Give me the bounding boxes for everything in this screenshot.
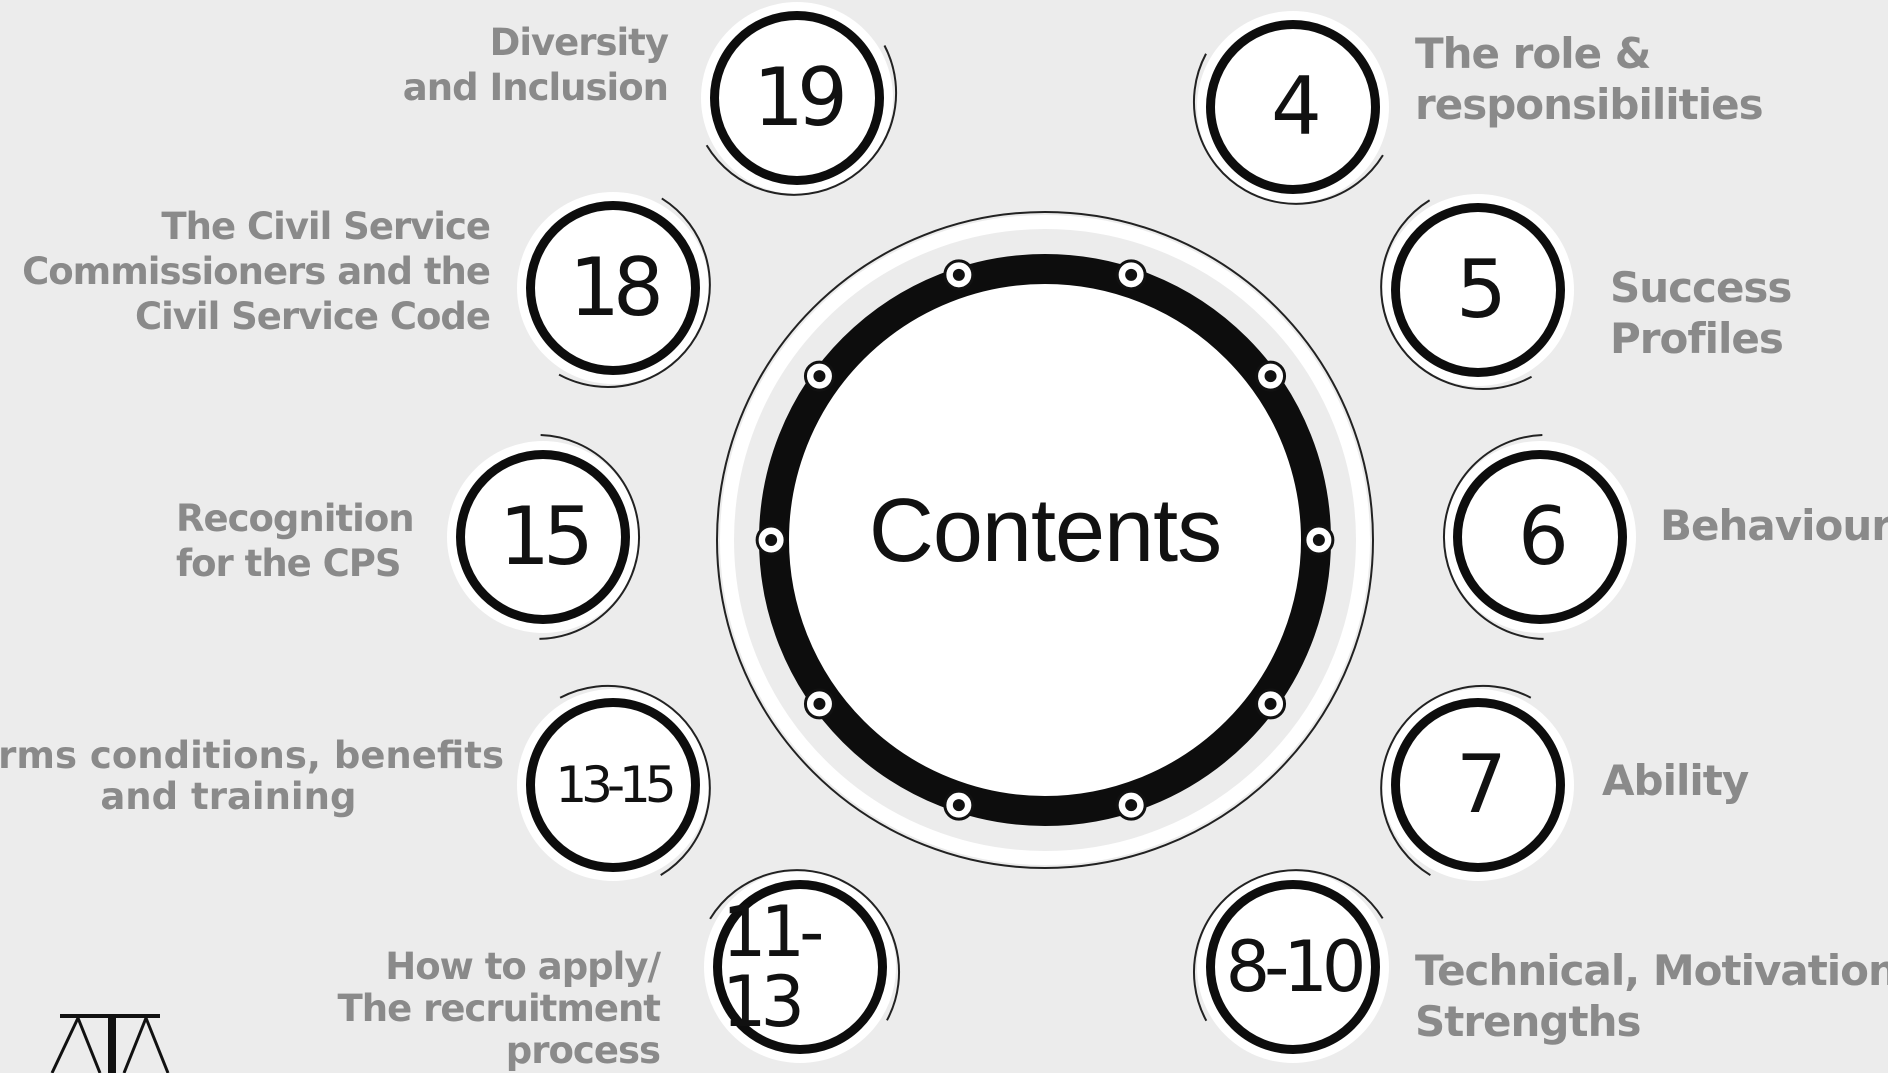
connector-dot [943, 259, 975, 291]
section-label-behaviours[interactable]: Behaviours [1660, 501, 1888, 550]
outer-white-band [720, 215, 1370, 865]
section-node-commissioners[interactable]: 18 [526, 201, 700, 375]
page-number: 19 [753, 51, 848, 144]
connector-dot [943, 789, 975, 821]
section-node-behaviours[interactable]: 6 [1453, 450, 1627, 624]
connector-dot [1115, 789, 1147, 821]
page-number: 4 [1271, 60, 1322, 153]
section-node-apply[interactable]: 11-13 [713, 880, 887, 1054]
node-arc [1442, 434, 1544, 640]
connector-dot [803, 688, 835, 720]
contents-title: Contents [868, 481, 1222, 581]
section-node-technical[interactable]: 8-10 [1206, 880, 1380, 1054]
page-number: 11-13 [722, 891, 824, 1043]
connector-dot [1255, 360, 1287, 392]
section-label-diversity[interactable]: Diversity and Inclusion [402, 21, 669, 110]
node-arc [539, 434, 641, 640]
section-node-role[interactable]: 4 [1206, 20, 1380, 194]
connector-dot [1255, 688, 1287, 720]
connector-dot [755, 524, 787, 556]
node-arc [709, 869, 901, 1021]
section-node-terms[interactable]: 13-15 [526, 698, 700, 872]
section-node-ability[interactable]: 7 [1391, 698, 1565, 872]
node-arc [559, 684, 711, 877]
section-label-recognition[interactable]: Recognition for the CPS [176, 497, 415, 586]
section-label-ability[interactable]: Ability [1602, 756, 1749, 805]
section-label-technical[interactable]: Technical, Motivation & Strengths [1415, 946, 1888, 1047]
section-label-terms[interactable]: Terms conditions, benefits and training [0, 734, 504, 819]
page-number: 15 [499, 490, 594, 583]
section-label-success[interactable]: Success Profiles [1610, 263, 1792, 364]
node-arc [1193, 53, 1384, 205]
scales-logo-icon [50, 1014, 170, 1073]
outer-ring [716, 211, 1374, 869]
node-arc [705, 45, 898, 196]
connector-dot [1303, 524, 1335, 556]
section-label-commissioners[interactable]: The Civil Service Commissioners and the … [22, 205, 491, 339]
page-number: 13-15 [555, 756, 676, 814]
node-arc [1380, 684, 1532, 877]
node-arc [1380, 199, 1533, 391]
page-number: 6 [1518, 490, 1569, 583]
node-arc [558, 197, 711, 388]
page-number: 7 [1456, 738, 1507, 831]
section-label-apply[interactable]: How to apply/ The recruitment process [337, 945, 661, 1072]
section-node-diversity[interactable]: 19 [710, 11, 884, 185]
section-node-recognition[interactable]: 15 [456, 450, 630, 624]
node-arc [1193, 869, 1384, 1022]
page-number: 18 [569, 241, 664, 334]
page-number: 5 [1456, 243, 1507, 336]
section-label-role[interactable]: The role & responsibilities [1415, 29, 1764, 130]
connector-dot [803, 360, 835, 392]
page-number: 8-10 [1225, 926, 1367, 1008]
section-node-success[interactable]: 5 [1391, 203, 1565, 377]
connector-dot [1115, 259, 1147, 291]
